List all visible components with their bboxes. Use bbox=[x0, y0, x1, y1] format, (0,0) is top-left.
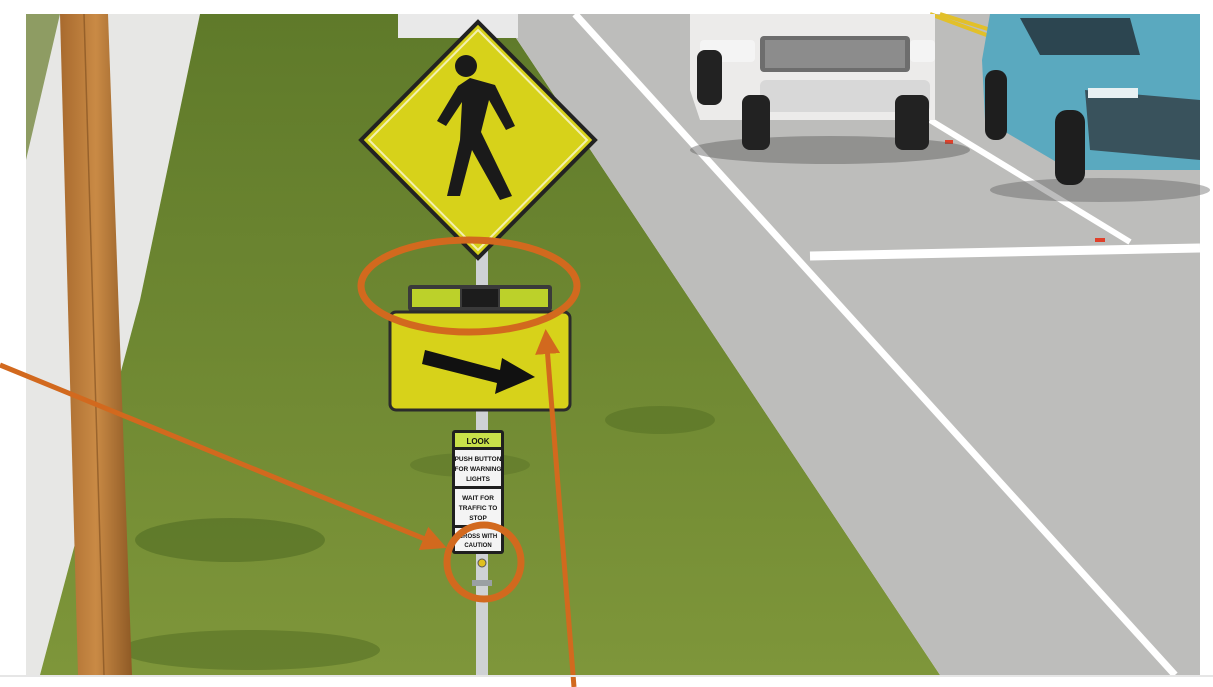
grass-patch bbox=[120, 630, 380, 670]
push-button bbox=[477, 558, 487, 568]
grass-patch bbox=[135, 518, 325, 562]
circle-push-button bbox=[443, 521, 525, 603]
arrow-to-rrfb-lights bbox=[535, 329, 577, 687]
pedestrian-icon bbox=[437, 55, 515, 200]
push-line-2: FOR WARNING bbox=[455, 466, 502, 473]
look-text: LOOK bbox=[466, 437, 489, 446]
annotation-layer bbox=[0, 236, 581, 687]
grass-patch bbox=[605, 406, 715, 434]
rrfb-left-light bbox=[412, 289, 460, 307]
cross-line-2: CAUTION bbox=[464, 543, 491, 549]
utility-pole bbox=[60, 13, 132, 676]
distant-sign-back bbox=[398, 14, 518, 38]
circle-rrfb-lights bbox=[357, 236, 581, 336]
push-line-1: PUSH BUTTON bbox=[455, 456, 502, 463]
distant-grass bbox=[26, 14, 60, 160]
white-pickup-truck bbox=[690, 14, 970, 164]
cross-line-1: CROSS WITH bbox=[459, 534, 497, 540]
rrfb-light-bar bbox=[408, 285, 552, 311]
post-bracket bbox=[472, 580, 492, 586]
push-line-3: LIGHTS bbox=[466, 476, 490, 483]
stop-bar bbox=[809, 243, 1201, 261]
wait-line-3: STOP bbox=[469, 515, 487, 522]
rrfb-right-light bbox=[500, 289, 548, 307]
wait-line-1: WAIT FOR bbox=[462, 495, 494, 502]
lane-line bbox=[928, 117, 1132, 245]
pedestrian-crossing-sign bbox=[358, 19, 598, 261]
teal-suv bbox=[982, 14, 1210, 202]
lane-line bbox=[572, 11, 1178, 678]
road-marker bbox=[945, 140, 953, 144]
road-marker bbox=[1095, 238, 1105, 242]
wait-line-2: TRAFFIC TO bbox=[459, 505, 498, 512]
diagonal-arrow-sign bbox=[388, 310, 572, 412]
arrow-to-push-button bbox=[0, 362, 447, 550]
